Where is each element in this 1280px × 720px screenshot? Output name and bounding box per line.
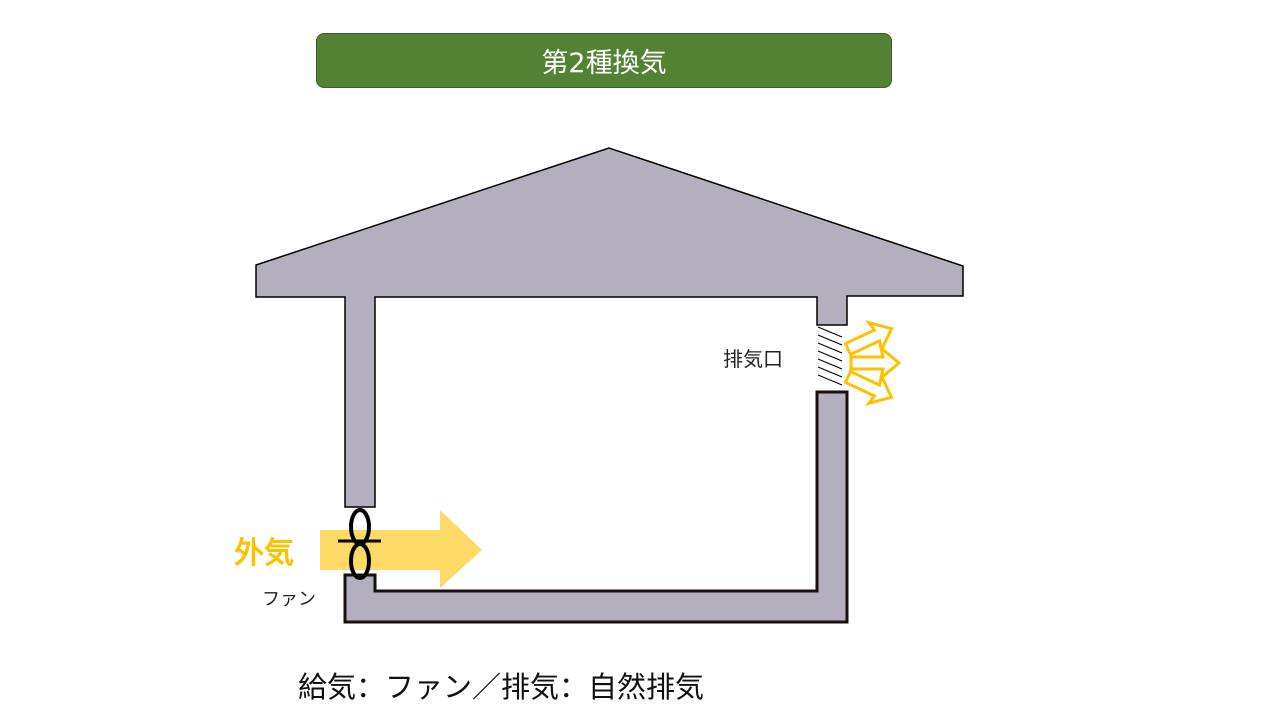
exhaust-vent-label: 排気口 [723,347,783,371]
house-roof-and-wall [255,147,964,508]
fan-label: ファン [262,589,316,610]
diagram-title: 第2種換気 [316,33,892,88]
exhaust-arrow-up [843,320,894,357]
supply-air-arrow [320,510,482,588]
fan-icon [338,508,381,580]
exhaust-arrow-down [843,369,894,406]
outside-air-label: 外気 [234,536,294,571]
house-floor-and-wall [343,390,849,624]
exhaust-vent-louver [817,326,843,386]
ventilation-caption: 給気：ファン／排気：自然排気 [298,670,705,704]
exhaust-arrow-mid [849,344,902,382]
exhaust-arrows [843,320,902,406]
